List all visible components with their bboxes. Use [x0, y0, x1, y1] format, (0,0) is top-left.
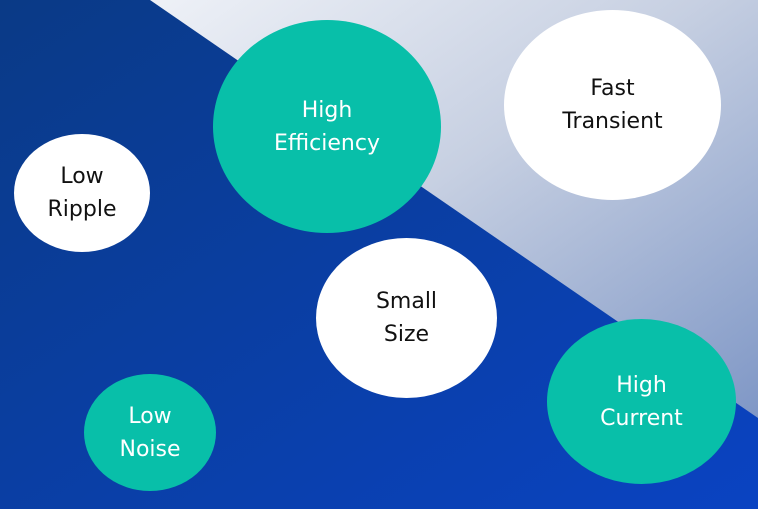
low-noise-bubble: Low Noise: [84, 374, 216, 491]
high-current-bubble: High Current: [547, 319, 736, 484]
low-ripple-line2: Ripple: [47, 197, 117, 222]
small-size-line1: Small: [375, 289, 438, 314]
high-current-line1: High: [616, 372, 667, 398]
high-efficiency-line2: Efficiency: [274, 130, 380, 156]
fast-transient-line2: Transient: [562, 109, 663, 134]
small-size-line2: Size: [383, 322, 430, 347]
low-ripple-line1: Low: [60, 164, 104, 189]
fast-transient-line1: Fast: [590, 76, 635, 101]
fast-transient-bubble: Fast Transient: [504, 10, 721, 200]
low-ripple-bubble: Low Ripple: [14, 134, 150, 252]
small-size-bubble: Small Size: [316, 238, 497, 398]
high-efficiency-bubble: High Efficiency: [213, 20, 441, 233]
high-current-line2: Current: [600, 405, 683, 431]
high-efficiency-line1: High: [301, 97, 353, 123]
low-noise-line1: Low: [128, 403, 172, 429]
low-noise-line2: Noise: [119, 436, 181, 462]
